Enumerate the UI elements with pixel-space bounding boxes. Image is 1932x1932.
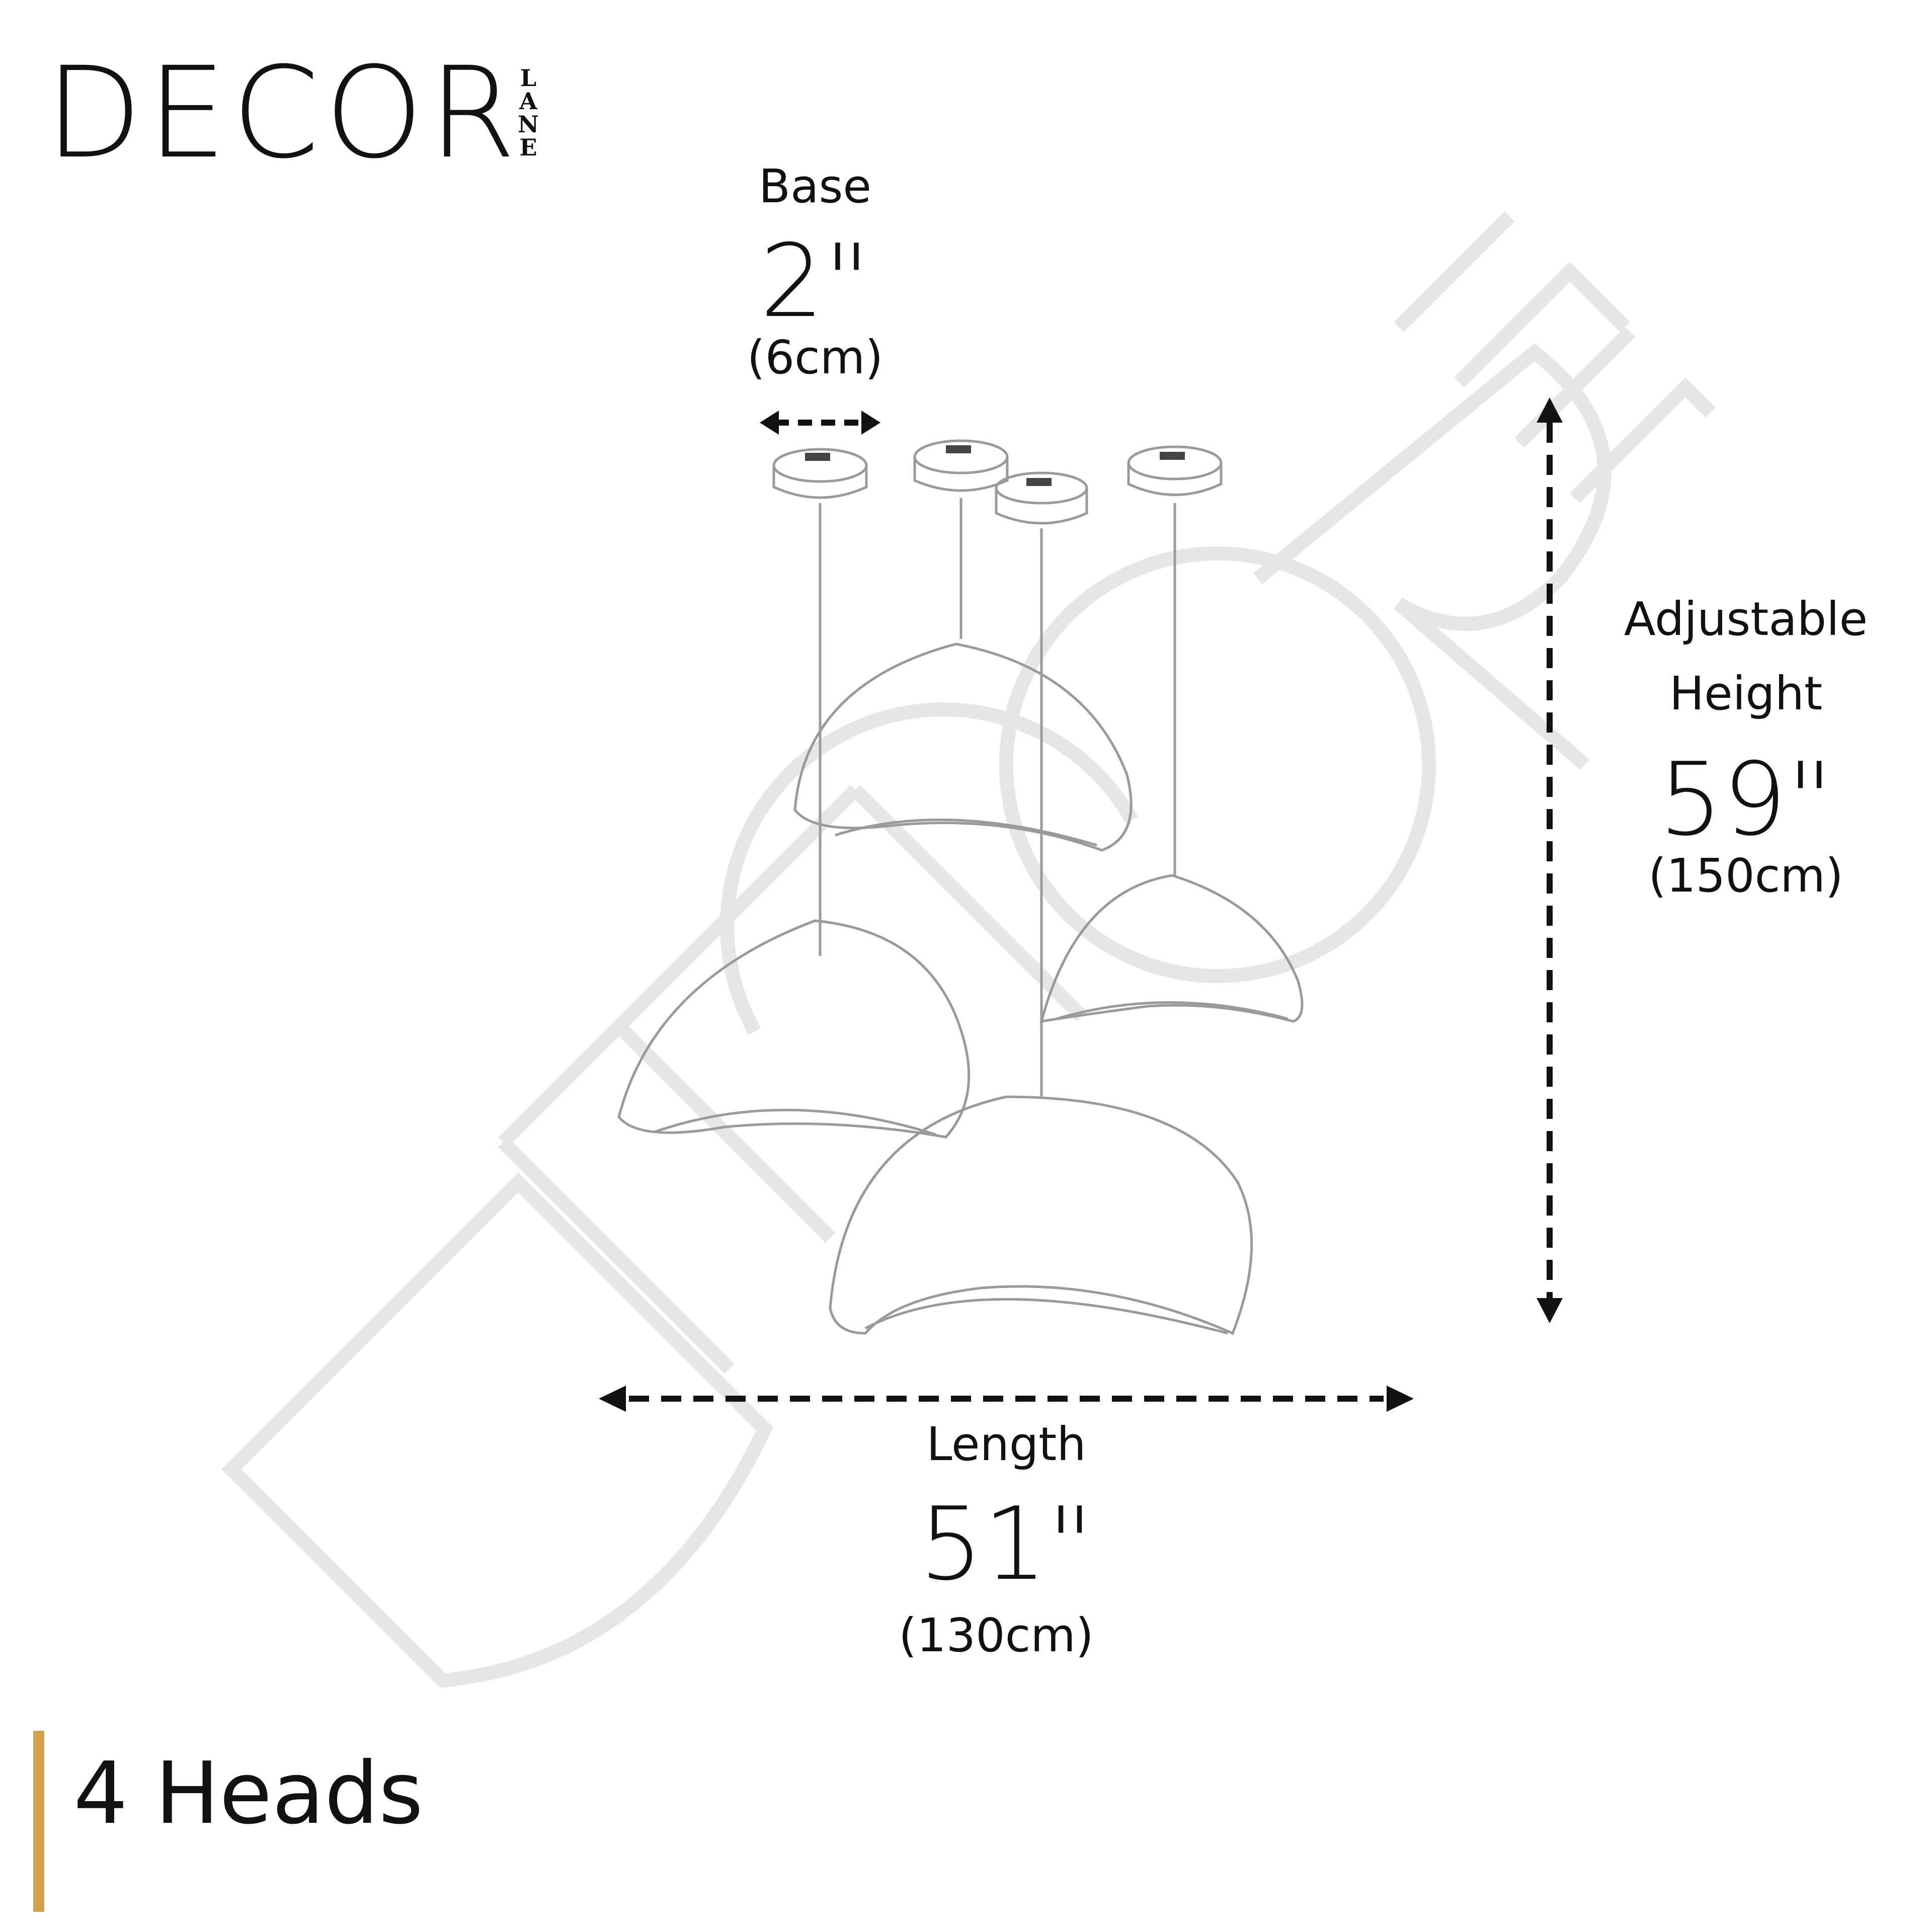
length-label: Length <box>926 1417 1086 1471</box>
base-metric: (6cm) <box>747 331 883 384</box>
canopy-2 <box>913 439 1009 492</box>
canopy-1 <box>772 448 868 499</box>
base-label: Base <box>758 159 872 213</box>
height-label-line1: Adjustable <box>1624 592 1868 646</box>
brand-logo: DECOR <box>45 40 521 186</box>
length-metric: (130cm) <box>899 1608 1094 1662</box>
canopy-4 <box>1127 445 1223 496</box>
footer-accent-bar <box>33 1731 44 1912</box>
height-value: 59" <box>1658 741 1833 858</box>
height-metric: (150cm) <box>1648 849 1843 903</box>
height-label-line2: Height <box>1669 667 1823 720</box>
length-value: 51" <box>919 1486 1094 1603</box>
length-dimension-arrow <box>599 1386 1414 1412</box>
base-value: 2" <box>760 223 870 340</box>
base-dimension-arrow <box>760 411 880 435</box>
canopy-3 <box>995 471 1088 525</box>
footer-heads-count: 4 Heads <box>73 1744 424 1843</box>
height-dimension-arrow <box>1537 397 1563 1323</box>
